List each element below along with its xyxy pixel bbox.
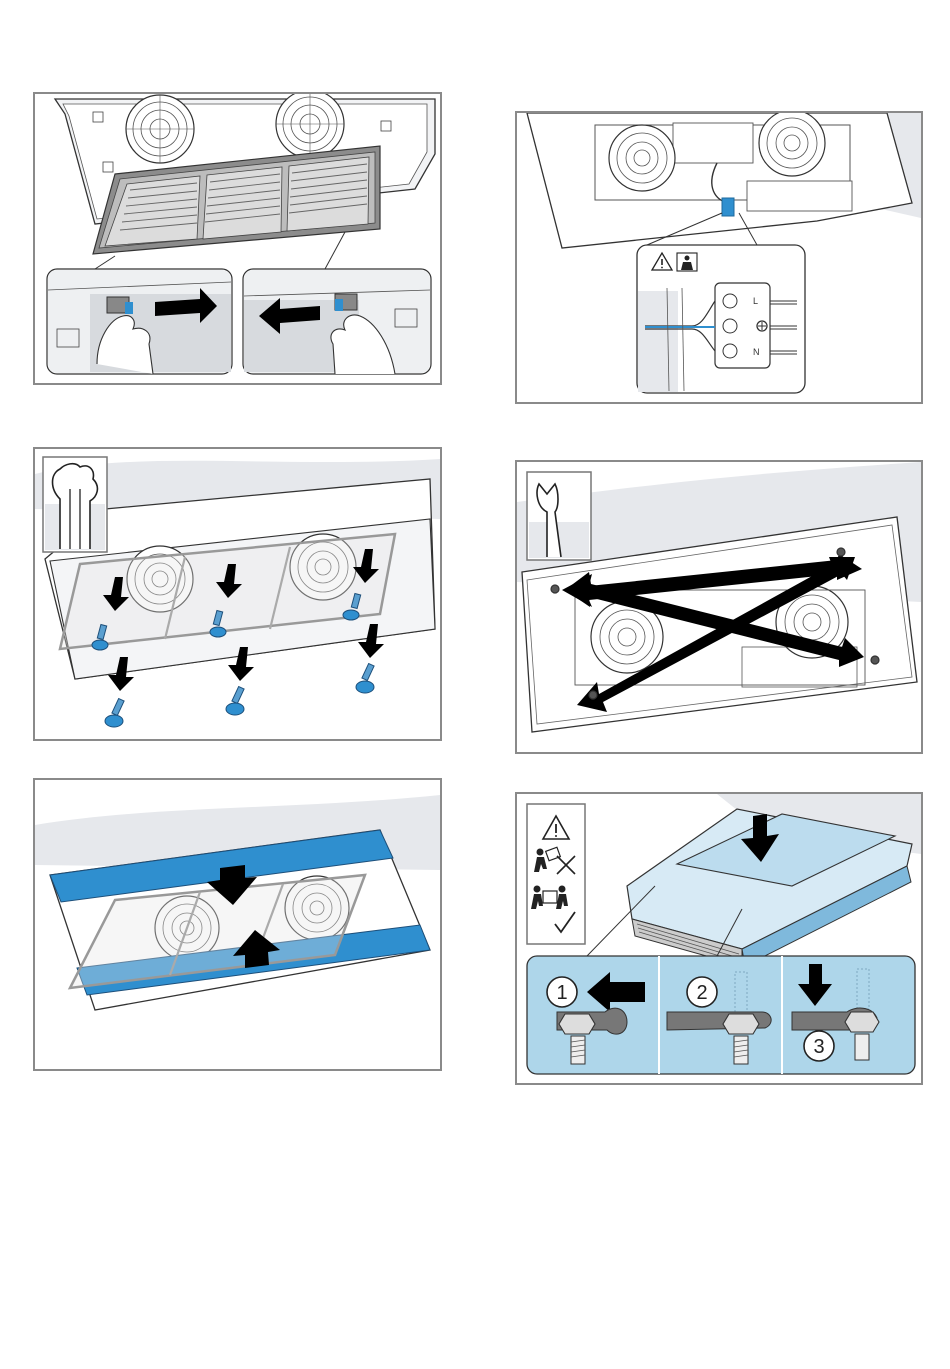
panel-fasten-screws — [33, 447, 442, 741]
terminal-block-detail: L N — [637, 245, 805, 393]
fan-right — [759, 113, 825, 176]
terminal-label-n: N — [753, 347, 760, 357]
panel-electrical-connection: L N — [515, 111, 923, 404]
panel-remove-filter — [33, 92, 442, 385]
fan-left — [126, 95, 194, 163]
detail-left-latch — [47, 269, 232, 374]
detail-right-latch — [243, 269, 431, 374]
panel-insert-hood: 1 2 — [515, 792, 923, 1085]
illustration-insert-hood: 1 2 — [517, 794, 921, 1083]
fan-right — [276, 94, 344, 158]
fan-left — [609, 125, 675, 191]
wrench-icon — [527, 472, 591, 560]
terminal-label-l: L — [753, 296, 758, 306]
panel-mounting-rails — [33, 778, 442, 1071]
step-1-number: 1 — [556, 982, 567, 1004]
step-3-number: 3 — [813, 1036, 824, 1058]
illustration-mounting-rails — [35, 780, 440, 1069]
illustration-fasten-screws — [35, 449, 440, 739]
illustration-tighten-diagonal — [517, 462, 921, 752]
warning-icons — [527, 804, 585, 944]
panel-tighten-diagonal — [515, 460, 923, 754]
torx-icon — [43, 457, 107, 552]
step-2-number: 2 — [696, 982, 707, 1004]
illustration-remove-filter — [35, 94, 440, 383]
illustration-electrical-connection: L N — [517, 113, 921, 402]
